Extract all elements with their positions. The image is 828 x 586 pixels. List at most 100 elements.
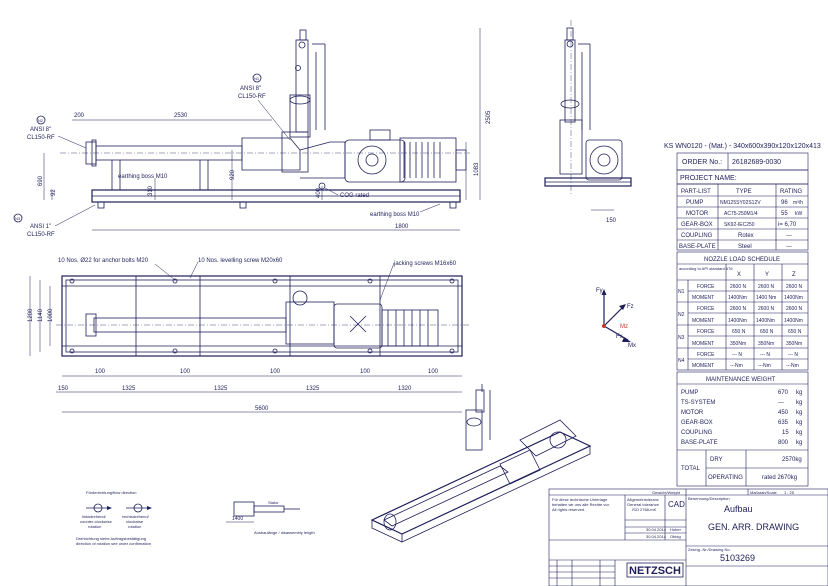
nozzle-tag-n2: N2 [38, 118, 44, 123]
parts-row-motor-unit: kW [795, 211, 803, 217]
order-no-value: 26182689-0030 [732, 159, 781, 166]
parts-row-pump-unit: m³/h [793, 200, 803, 206]
tb-drawing-no-label: Zeichg.-Nr./Drawing No. [688, 547, 731, 552]
title-line: KS WN0120 - (Mat.) - 340x600x390x120x120… [664, 143, 821, 150]
tb-scale-value: 1 : 25 [784, 490, 795, 495]
weight-row-gearbox-unit: kg [796, 420, 802, 426]
dim-2505: 2505 [486, 110, 492, 124]
dim-100-d: 100 [360, 369, 371, 375]
nozzle-n3-moment-z: 350Nm [786, 341, 802, 347]
nozzle-axis-z: Z [792, 272, 796, 278]
nozzle-tag-n1: N1 [254, 76, 260, 81]
nozzle-n4-moment-x: ---Nm [730, 363, 743, 369]
nozzle-n2-moment-x: 1400Nm [728, 318, 747, 324]
tb-scale-label: Maßstab/Scale [750, 490, 777, 495]
nozzle-n2-force-label: FORCE [697, 306, 715, 312]
weight-row-coupling-unit: kg [796, 430, 802, 436]
tb-desc-2: GEN. ARR. DRAWING [708, 522, 799, 532]
nozzle-title: NOZZLE LOAD SCHEDULE [704, 257, 780, 263]
jacking-screws-note: jacking screws M16x60 [393, 261, 457, 267]
force-coordinate-system: Fy Fz Mz Fx Mx [596, 288, 636, 349]
nozzle-n2-force-x: 2600 N [730, 306, 747, 312]
nozzle-n4-force-y: --- N [760, 352, 770, 358]
weight-row-motor-unit: kg [796, 410, 802, 416]
parts-row-pump-type: NM125SY02S12V [720, 200, 761, 206]
weight-row-pump: PUMP [681, 390, 698, 396]
flow-left-2: counter-clockwise [80, 519, 113, 524]
flow-title: Förderrichtung/flow direction [86, 490, 136, 495]
nozzle-n1-moment-y: 1400 Nm [756, 295, 776, 301]
nozzle-n4-moment-y: ---Nm [758, 363, 771, 369]
dim-92: 92 [51, 189, 57, 196]
nozzle-n1-force-x: 2600 N [730, 284, 747, 290]
weight-row-gearbox: GEAR-BOX [681, 420, 713, 426]
tb-date-2: 30.04.2014 [646, 534, 667, 539]
dim-690: 690 [38, 175, 44, 186]
weight-operating-value: rated 2670kg [762, 475, 797, 481]
end-dim-150: 150 [606, 218, 617, 224]
nozzle-tag-n3: N3 [15, 216, 21, 221]
dim-310: 310 [148, 185, 154, 196]
weight-row-baseplate: BASE-PLATE [681, 440, 718, 446]
dim-5600: 5600 [255, 406, 269, 412]
plan-view: 10 Nos. Ø22 for anchor bolts M20 10 Nos.… [28, 258, 470, 413]
tb-rights-3: All rights reserved. [552, 507, 585, 512]
dim-1140: 1140 [38, 308, 44, 322]
dim-1083: 1083 [474, 162, 480, 176]
parts-header-type: TYPE [736, 189, 752, 195]
nozzle-n4-force-label: FORCE [697, 352, 715, 358]
coord-mz: Mz [620, 324, 628, 330]
dim-1000: 1000 [48, 308, 54, 322]
nozzle-axis-x: X [737, 272, 741, 278]
coord-fy: Fy [596, 288, 603, 294]
tb-desc-1: Aufbau [724, 504, 753, 514]
parts-row-baseplate: BASE-PLATE [679, 244, 716, 250]
weight-row-gearbox-value: 635 [778, 420, 789, 426]
end-view: 150 [544, 20, 632, 224]
nozzle-n3-moment-y: 350Nm [758, 341, 774, 347]
flow-right-1: rechtsdrehend/ [122, 514, 150, 519]
ansi-n1-rating: CL150-RF [238, 94, 266, 100]
ansi-n3-rating: CL150-RF [27, 232, 55, 238]
flow-note-1: Drehrichtung siehe Auftragsbestätigung [76, 536, 146, 541]
tb-rights-2: behalten wir uns alle Rechte vor. [552, 502, 610, 507]
dim-100-e: 100 [428, 369, 439, 375]
weight-operating-label: OPERATING [708, 475, 743, 481]
dim-1325-a: 1325 [122, 386, 136, 392]
flow-right-3: rotation [128, 524, 141, 529]
dim-1200: 1200 [28, 308, 34, 322]
nozzle-n3-force-label: FORCE [697, 329, 715, 335]
nozzle-n1-moment-x: 1400Nm [728, 295, 747, 301]
nozzle-n1-force-y: 2600 N [758, 284, 775, 290]
weight-row-coupling: COUPLING [681, 430, 713, 436]
nozzle-axis-y: Y [765, 272, 769, 278]
dim-1325-b: 1325 [214, 386, 228, 392]
nozzle-n3-id: N3 [678, 335, 685, 341]
weight-row-motor-value: 450 [778, 410, 789, 416]
dim-100-c: 100 [270, 369, 281, 375]
project-name-label: PROJECT NAME: [680, 175, 737, 182]
nozzle-n2-moment-y: 1400Nm [756, 318, 775, 324]
nozzle-n3-force-y: 650 N [760, 329, 774, 335]
tb-weight-label: Gewicht/Weight [652, 490, 681, 495]
flow-note-2: direction of rotation see order confirma… [76, 541, 151, 546]
weight-row-pump-unit: kg [796, 390, 802, 396]
ansi-n2-rating: CL150-RF [27, 135, 55, 141]
weight-row-pump-value: 670 [778, 390, 789, 396]
parts-row-pump-rating: 96 [781, 200, 788, 206]
tb-cad: CAD [668, 500, 685, 509]
side-elevation-view: ANSI 8" CL150-RF N1 ANSI 8" CL150-RF N2 … [13, 28, 492, 238]
nozzle-n2-moment-label: MOMENT [692, 318, 714, 324]
ansi-n1-label: ANSI 8" [240, 86, 261, 92]
weight-row-ts-value: --- [778, 400, 784, 406]
weight-row-baseplate-value: 800 [778, 440, 789, 446]
earthing-boss-1: earthing boss M10 [118, 174, 168, 180]
parts-row-coupling-rating: --- [786, 233, 792, 239]
nozzle-n4-moment-label: MOMENT [692, 363, 714, 369]
data-table: KS WN0120 - (Mat.) - 340x600x390x120x120… [664, 143, 821, 487]
order-no-label: ORDER No.: [682, 159, 722, 166]
dim-1320: 1320 [398, 386, 412, 392]
parts-row-gearbox: GEAR-BOX [681, 222, 713, 228]
nozzle-n1-moment-label: MOMENT [692, 295, 714, 301]
